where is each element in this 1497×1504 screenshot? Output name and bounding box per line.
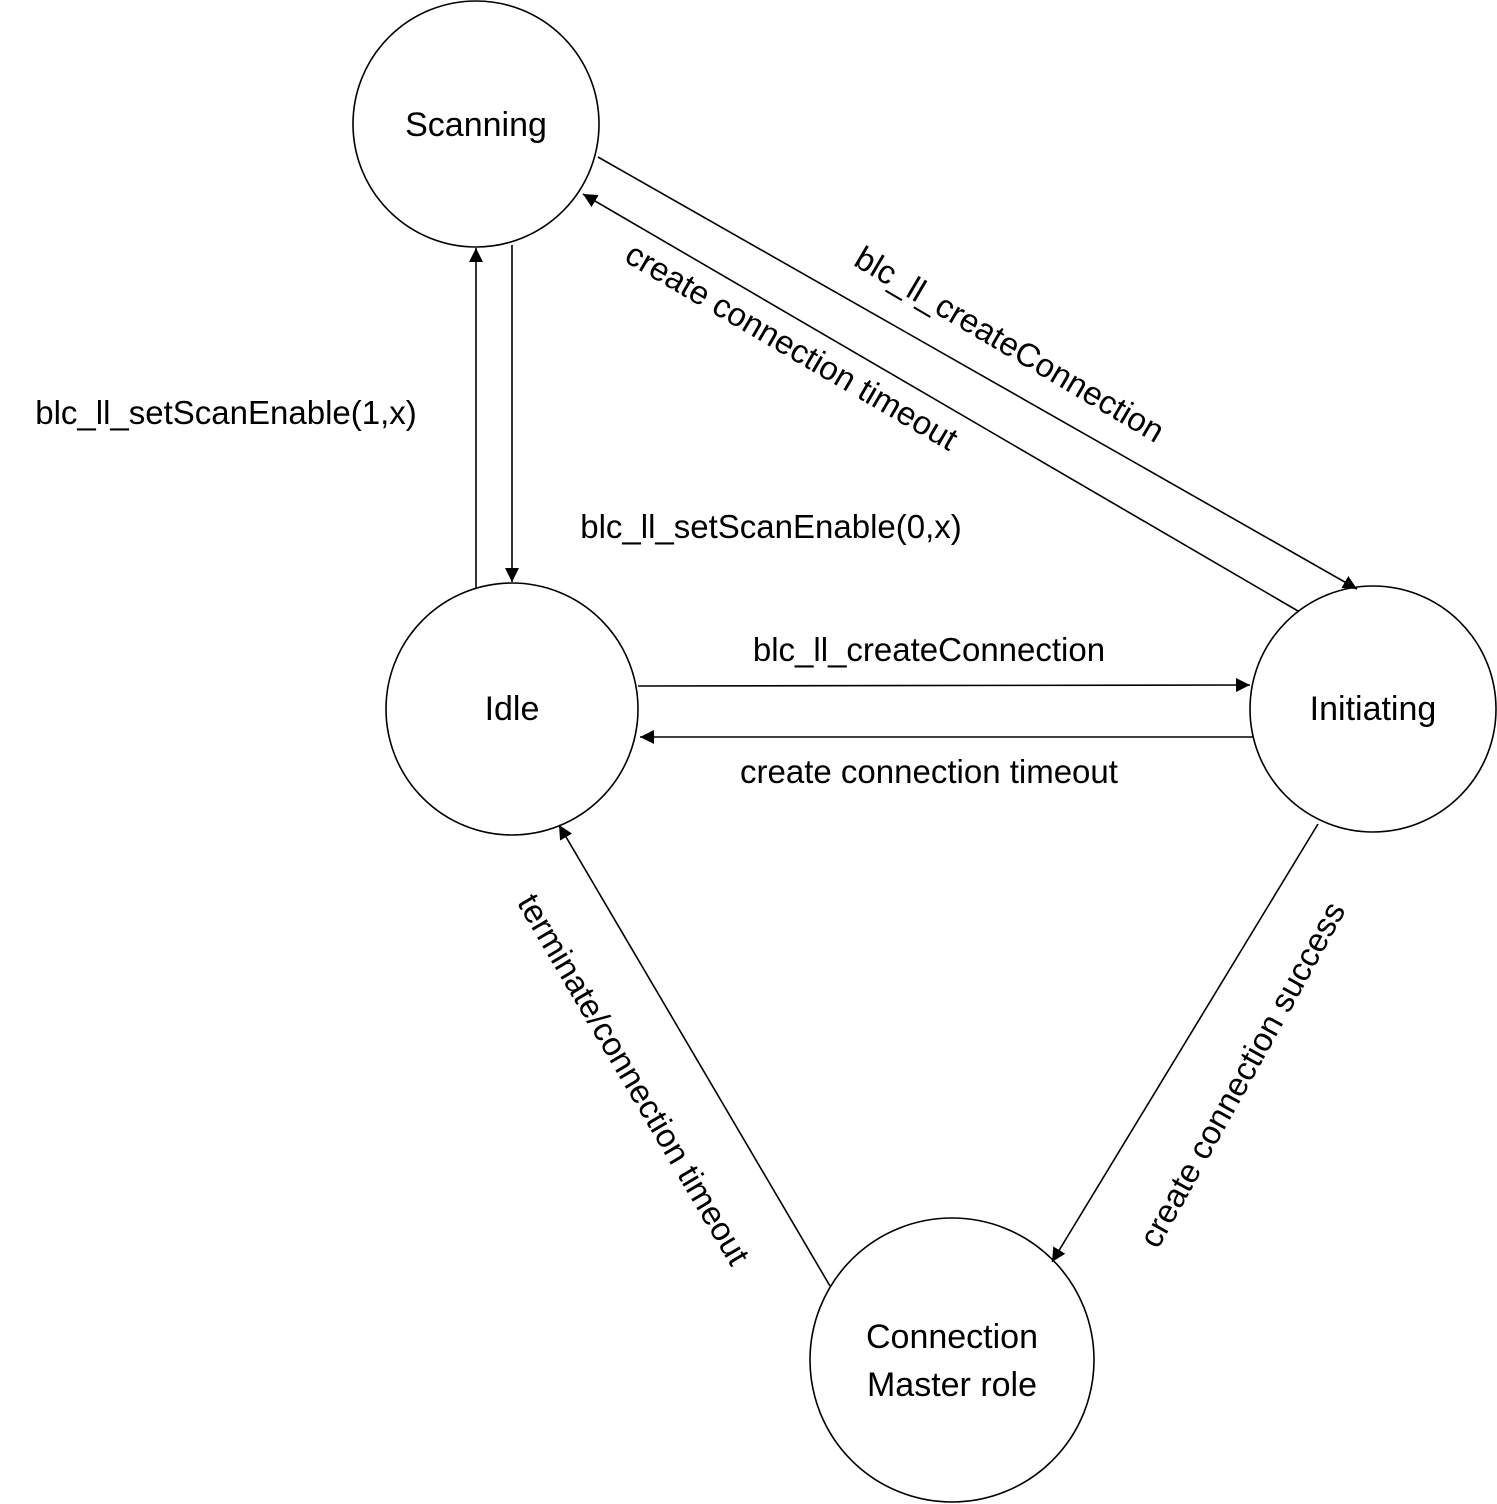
state-scanning: Scanning [352, 0, 600, 248]
state-connection-label-line2: Master role [867, 1366, 1037, 1404]
state-initiating: Initiating [1249, 585, 1497, 833]
state-initiating-label: Initiating [1310, 690, 1437, 728]
state-initiating-circle [1249, 585, 1497, 833]
state-connection-master: Connection Master role [809, 1217, 1095, 1503]
edge-connection-to-idle [558, 824, 831, 1287]
state-idle: Idle [385, 582, 639, 836]
state-idle-circle [385, 582, 639, 836]
label-idle-create-connection: blc_ll_createConnection [753, 631, 1105, 668]
label-terminate-timeout: terminate/connection timeout [510, 887, 757, 1271]
label-set-scan-enable-0: blc_ll_setScanEnable(0,x) [580, 508, 962, 545]
edge-initiating-to-connection [1051, 823, 1319, 1263]
edge-idle-to-initiating [637, 678, 1251, 693]
label-idle-timeout: create connection timeout [740, 753, 1118, 790]
edge-scanning-to-initiating [597, 156, 1358, 590]
state-scanning-circle [352, 0, 600, 248]
label-set-scan-enable-1: blc_ll_setScanEnable(1,x) [35, 394, 417, 431]
state-connection-circle [809, 1217, 1095, 1503]
state-idle-label: Idle [485, 690, 540, 728]
state-scanning-label: Scanning [405, 106, 547, 144]
edge-initiating-to-scanning [582, 193, 1299, 612]
state-connection-label-line1: Connection [866, 1318, 1038, 1356]
